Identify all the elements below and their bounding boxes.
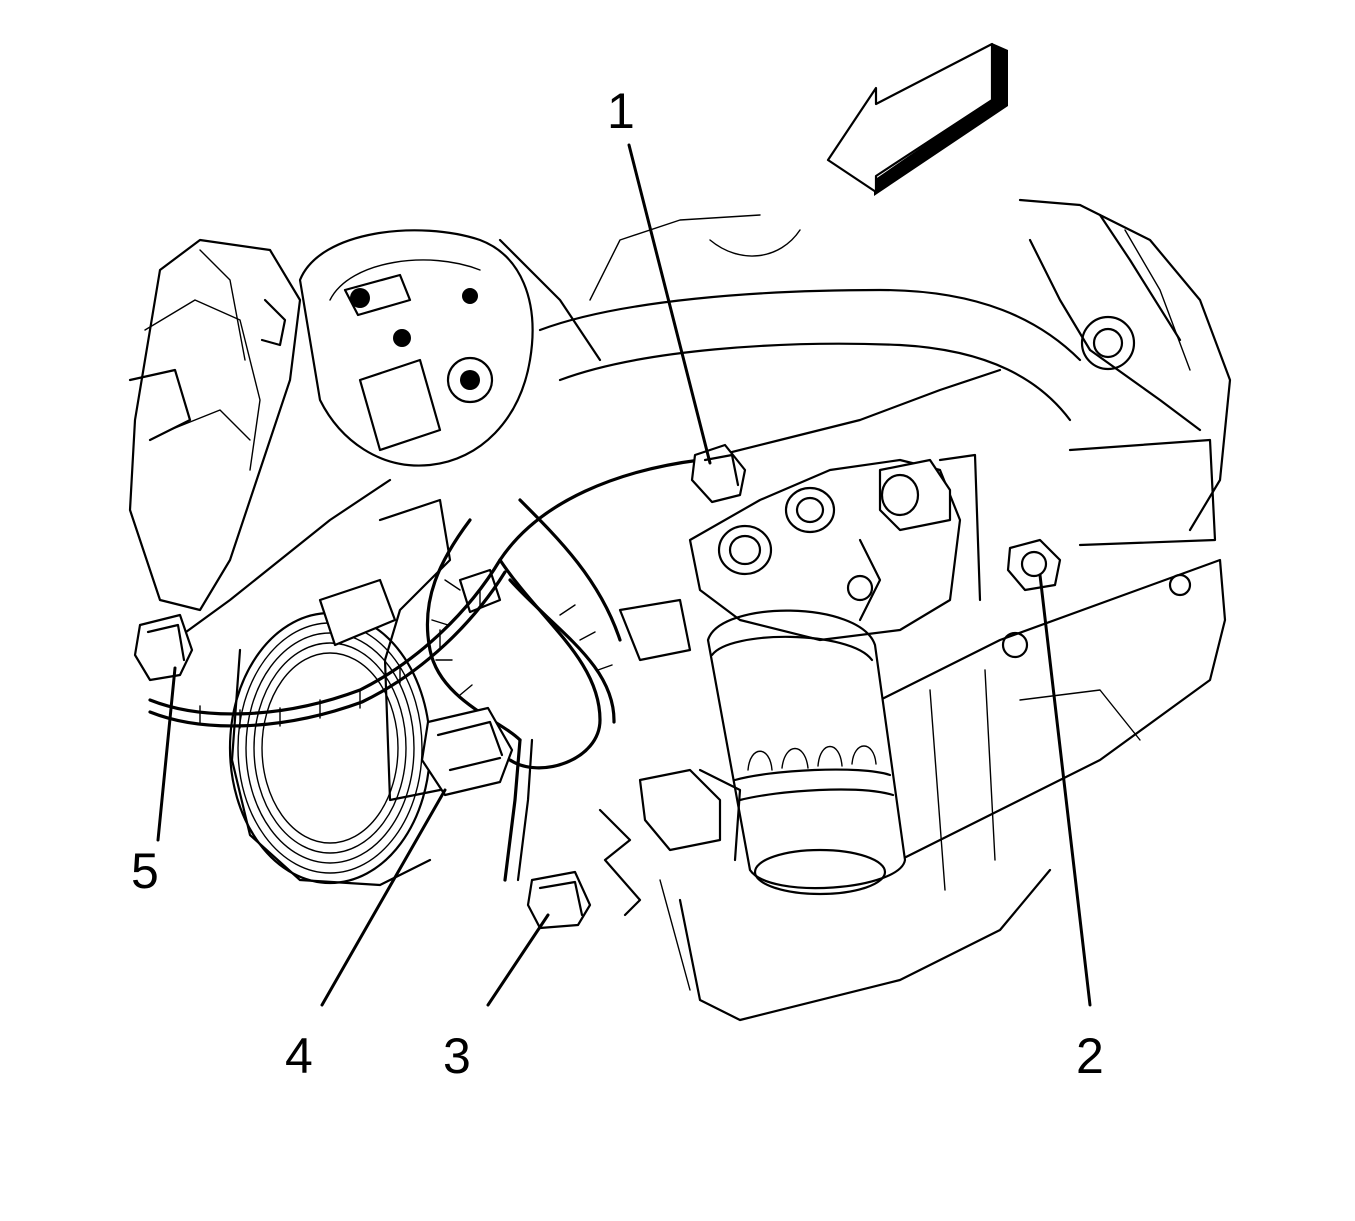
- callout-3: 3: [443, 1028, 471, 1084]
- front-cover: [128, 238, 302, 612]
- wiring-harness: [148, 368, 1002, 882]
- sensor-4-connector: [420, 706, 514, 797]
- leader-3: [486, 913, 550, 1007]
- leader-4: [320, 788, 447, 1007]
- upper-hose: [538, 214, 1082, 422]
- leader-1: [627, 143, 712, 465]
- sensor-5-connector: [133, 613, 194, 682]
- view-direction-arrow-icon: [826, 42, 1008, 196]
- sensor-1-connector: [690, 443, 747, 504]
- callout-5: 5: [131, 843, 159, 899]
- crankshaft-pulley: [228, 611, 432, 887]
- callout-4: 4: [285, 1028, 313, 1084]
- oil-filter: [706, 609, 907, 896]
- oil-pan: [659, 558, 1227, 1022]
- right-bracket: [1018, 198, 1232, 547]
- callout-2: 2: [1076, 1028, 1104, 1084]
- oil-filter-adapter: [688, 453, 982, 642]
- sensor-3-connector: [526, 808, 642, 930]
- sensor-2-connector: [1006, 538, 1062, 592]
- callout-1: 1: [607, 83, 635, 139]
- mid-bracket: [318, 498, 742, 862]
- upper-pulley-assembly: [298, 229, 602, 467]
- leader-5: [156, 666, 177, 842]
- leader-2: [1038, 573, 1092, 1007]
- leader-lines: [156, 143, 1092, 1007]
